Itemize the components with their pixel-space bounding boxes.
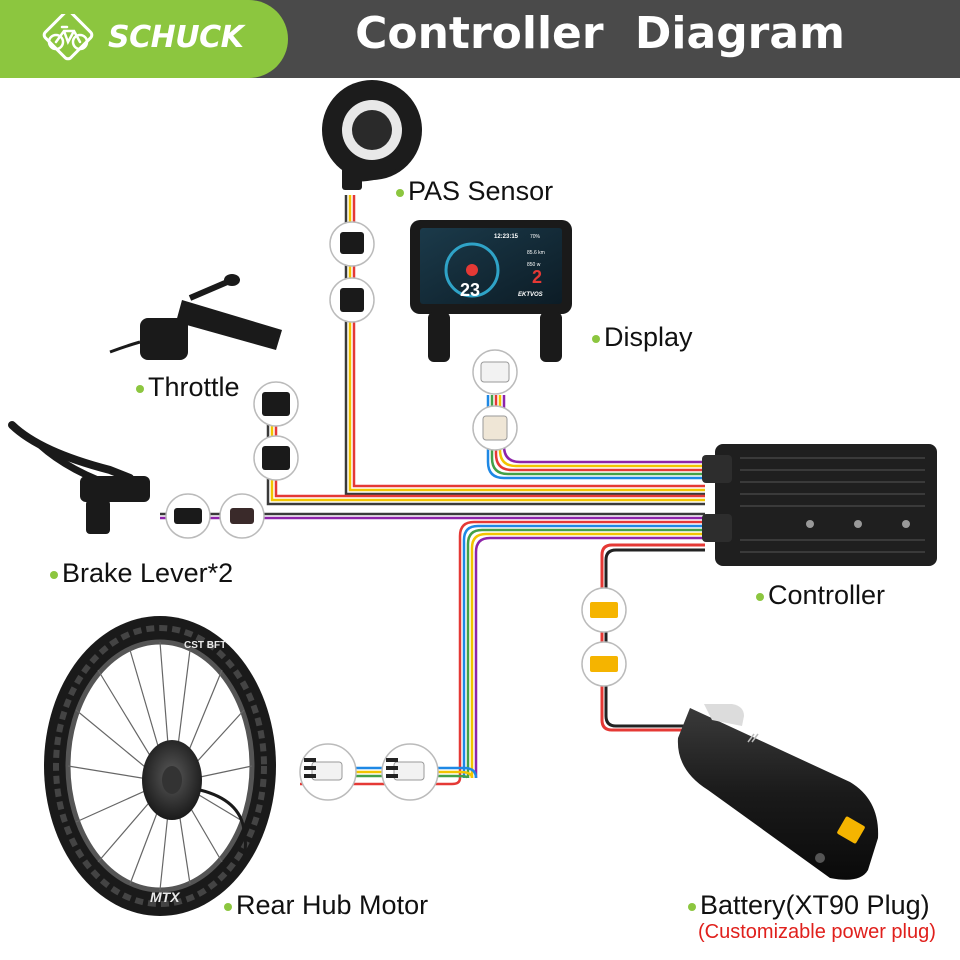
display-speed: 23	[460, 280, 480, 300]
display-plug-female-icon	[482, 415, 508, 441]
display-time: 12:23:15	[494, 234, 519, 240]
label-pas-sensor: PAS Sensor	[396, 176, 553, 207]
brake-plug-female-icon	[230, 508, 254, 524]
display-distance: 85.6 km	[527, 250, 545, 256]
motor-wire	[300, 520, 705, 786]
display-battery: 70%	[530, 234, 541, 240]
bullet-dot	[136, 384, 144, 393]
xt90-socket-icon	[590, 656, 618, 672]
brake-plug-male-icon	[174, 508, 202, 524]
bullet-dot	[50, 570, 58, 579]
throttle-plug-female-icon	[262, 446, 290, 470]
throttle-plug-male-icon	[262, 392, 290, 416]
brake-lever-icon	[8, 421, 150, 534]
brand-name: SCHUCK	[108, 20, 244, 55]
display-power: 850 w	[527, 262, 541, 268]
pas-plug-female-icon	[340, 288, 364, 312]
throttle-icon	[109, 274, 282, 360]
label-display: Display	[592, 322, 693, 353]
display-label: Display	[604, 322, 693, 352]
motor-plug-icon	[304, 758, 425, 781]
tire-model-text: MTX	[150, 889, 181, 905]
battery-wire	[600, 543, 705, 732]
display-gear: 2	[532, 267, 542, 287]
brake-lever-label: Brake Lever*2	[62, 558, 234, 588]
pas-sensor-icon	[322, 80, 422, 190]
display-icon: 12:23:15 70% 85.6 km 850 w 23 2 EKTVOS	[410, 220, 572, 362]
display-plug-male-icon	[480, 361, 510, 383]
rear-hub-motor-wheel-icon: CST BFT MTX	[44, 616, 276, 916]
battery-icon	[677, 704, 879, 880]
battery-label: Battery(XT90 Plug)	[700, 890, 930, 920]
label-brake-lever: Brake Lever*2	[50, 558, 233, 589]
label-rear-hub-motor: Rear Hub Motor	[224, 890, 428, 921]
rear-hub-motor-label: Rear Hub Motor	[236, 890, 429, 920]
label-battery: Battery(XT90 Plug)	[688, 890, 930, 921]
bullet-dot	[224, 902, 232, 911]
controller-icon	[702, 444, 937, 566]
bicycle-logo-icon	[42, 14, 94, 61]
bullet-dot	[396, 188, 404, 197]
label-controller: Controller	[756, 580, 885, 611]
display-wire	[486, 395, 705, 480]
tire-brand-text: CST BFT	[184, 640, 226, 651]
battery-note: (Customizable power plug)	[698, 921, 936, 943]
label-throttle: Throttle	[136, 372, 240, 403]
page-title: Controller Diagram	[355, 8, 845, 59]
brand-tab: SCHUCK	[0, 0, 288, 78]
bullet-dot	[688, 902, 696, 911]
display-brand: EKTVOS	[518, 292, 543, 298]
bullet-dot	[592, 334, 600, 343]
pas-plug-male-icon	[340, 232, 364, 254]
throttle-label: Throttle	[148, 372, 240, 402]
pas-sensor-label: PAS Sensor	[408, 176, 554, 206]
controller-label: Controller	[768, 580, 886, 610]
xt90-plug-icon	[590, 602, 618, 618]
bullet-dot	[756, 592, 764, 601]
